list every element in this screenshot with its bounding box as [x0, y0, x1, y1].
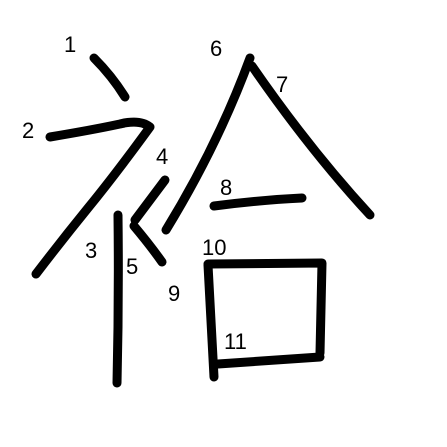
stroke-10 — [203, 258, 327, 358]
stroke-number-1: 1 — [64, 32, 76, 57]
stroke-number-11: 11 — [224, 329, 247, 354]
stroke-number-2: 2 — [22, 118, 34, 143]
character-strokes — [31, 53, 375, 388]
stroke-2 — [31, 117, 155, 279]
stroke-3 — [112, 210, 123, 388]
stroke-number-9: 9 — [168, 281, 180, 306]
stroke-6 — [161, 53, 255, 235]
stroke-8 — [209, 193, 307, 211]
stroke-9 — [203, 260, 219, 382]
stroke-7 — [247, 61, 375, 220]
stroke-number-5: 5 — [126, 254, 138, 279]
stroke-1 — [89, 53, 130, 102]
stroke-number-6: 6 — [210, 36, 222, 61]
stroke-number-3: 3 — [85, 238, 97, 263]
stroke-number-labels: 1 2 3 4 5 6 7 8 9 10 11 — [22, 32, 288, 354]
stroke-number-4: 4 — [156, 144, 168, 169]
stroke-number-8: 8 — [220, 175, 232, 200]
stroke-number-7: 7 — [276, 72, 288, 97]
stroke-number-10: 10 — [202, 235, 226, 260]
stroke-4 — [130, 175, 170, 225]
stroke-11 — [213, 352, 325, 369]
stroke-5 — [129, 221, 167, 267]
